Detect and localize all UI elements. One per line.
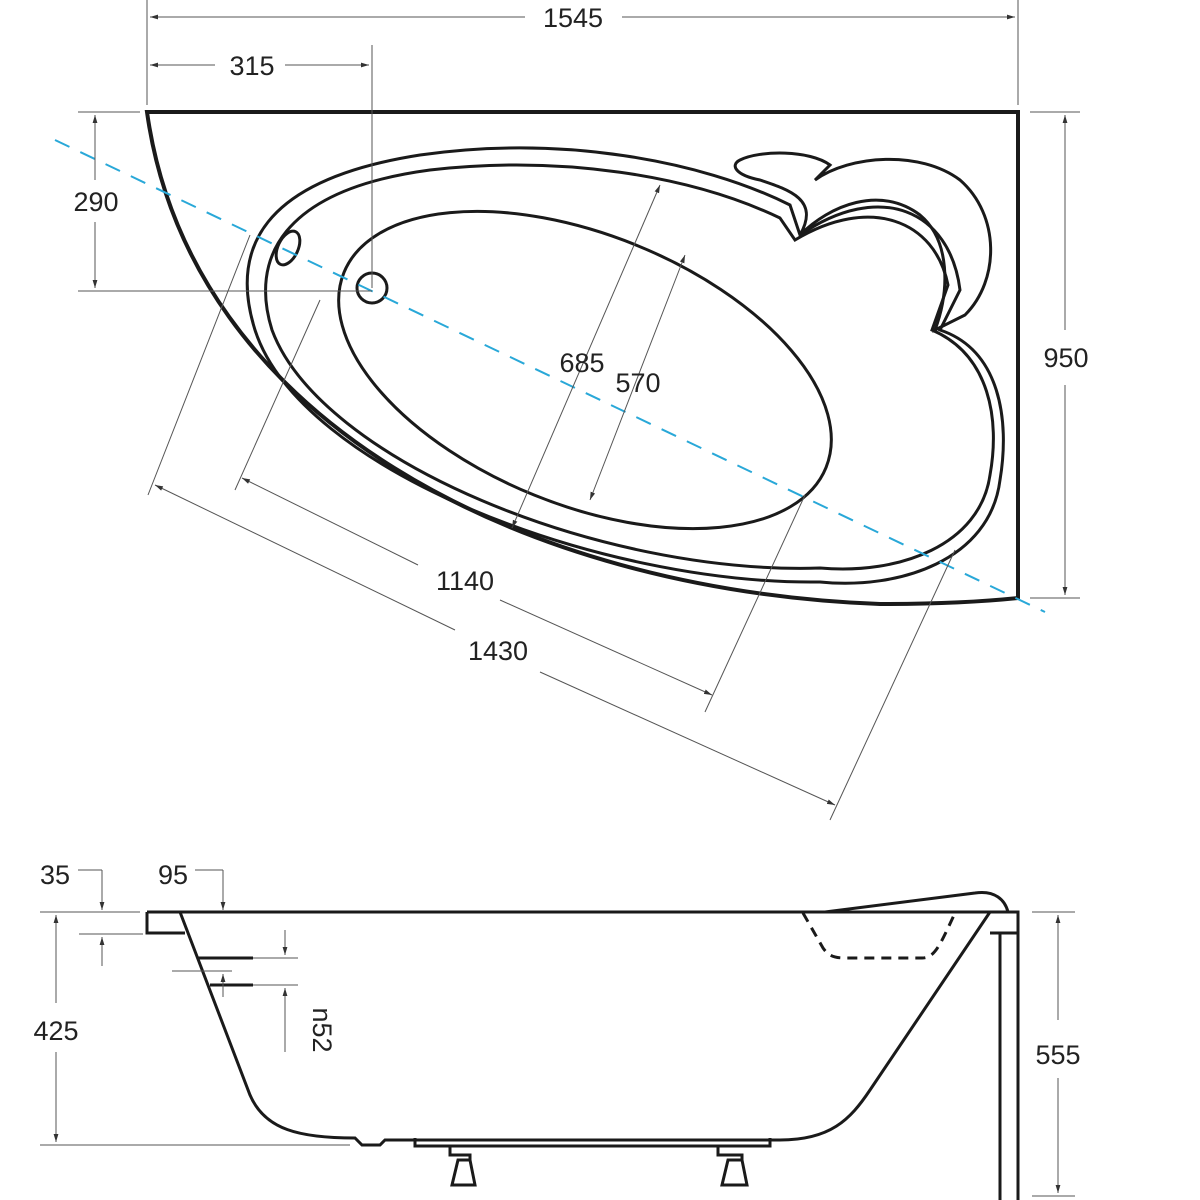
top-view: 1545 315 290 950 685 570 1140 1430 <box>54 0 1089 821</box>
dim-inner-depth: 425 <box>33 1016 78 1046</box>
rim-outer-contour <box>245 146 1005 585</box>
dim-bowl-length: 1140 <box>436 566 494 596</box>
dim-drain-offset-x: 315 <box>229 51 274 81</box>
headrest-recess-dashed <box>801 912 957 960</box>
foot-right <box>716 1147 749 1187</box>
dim-rim-width: 685 <box>559 348 604 378</box>
tub-side-profile <box>145 910 1018 1147</box>
overflow-hole <box>274 229 302 267</box>
headrest-profile <box>824 890 1010 914</box>
side-view: 35 95 425 n52 555 <box>33 860 1081 1200</box>
dim-width-total: 1545 <box>543 3 603 33</box>
base-frame <box>413 1138 772 1148</box>
foot-left <box>448 1147 477 1187</box>
support-leg <box>990 910 1020 1200</box>
dim-rim-thickness: 35 <box>40 860 70 890</box>
headrest <box>733 151 993 334</box>
dim-drain-offset-y: 290 <box>73 187 118 217</box>
dim-overflow-height: n52 <box>307 1007 337 1052</box>
dim-total-height: 555 <box>1035 1040 1080 1070</box>
dim-rim-length: 1430 <box>468 636 528 666</box>
tub-outer-outline <box>144 110 1020 607</box>
dim-rim-overhang: 95 <box>158 860 188 890</box>
rim-inner-contour <box>264 163 995 571</box>
dim-depth-total: 950 <box>1043 343 1088 373</box>
center-axis-line <box>54 139 1046 613</box>
dim-bowl-width: 570 <box>615 368 660 398</box>
